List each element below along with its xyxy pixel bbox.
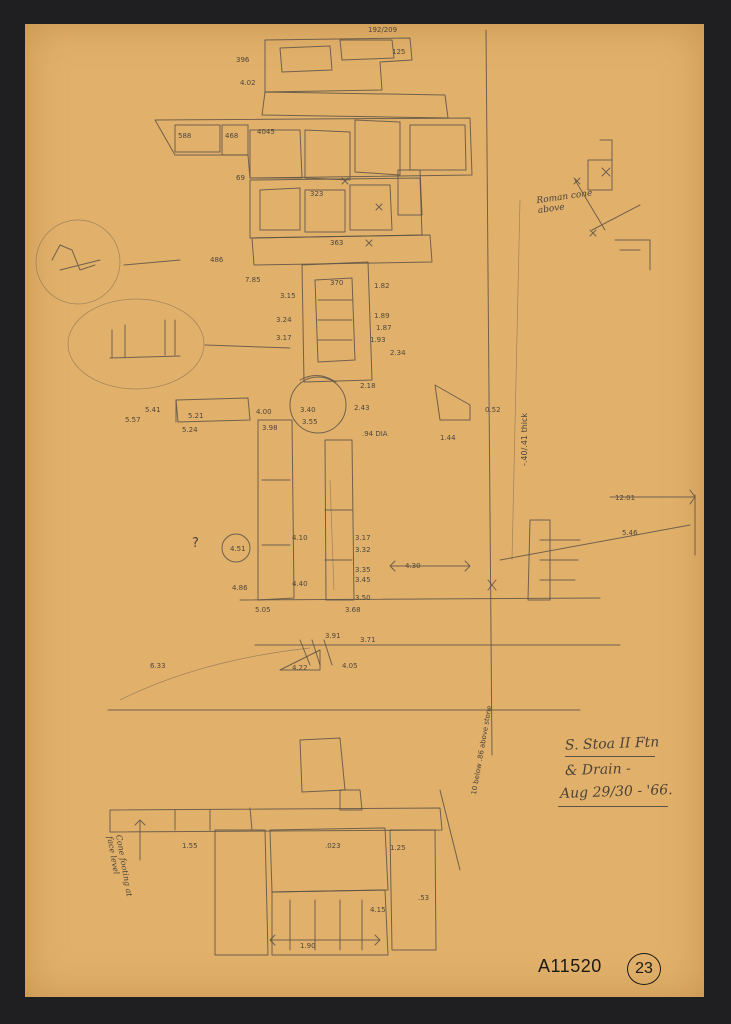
svg-text:4.05: 4.05 — [342, 662, 358, 670]
svg-text:3.45: 3.45 — [355, 576, 371, 584]
svg-text:1.90: 1.90 — [300, 942, 316, 950]
thickness-note: -.40/.41 thick — [520, 412, 529, 466]
svg-text:468: 468 — [225, 132, 238, 140]
date-underline — [558, 806, 668, 807]
svg-text:2.34: 2.34 — [390, 349, 406, 357]
svg-text:5.24: 5.24 — [182, 426, 198, 434]
svg-text:.94 DIA: .94 DIA — [362, 430, 388, 438]
svg-text:1.93: 1.93 — [370, 336, 386, 344]
svg-text:3.24: 3.24 — [276, 316, 292, 324]
catalog-number: A11520 — [538, 956, 602, 976]
svg-text:370: 370 — [330, 279, 343, 287]
svg-text:3.71: 3.71 — [360, 636, 376, 644]
svg-text:4.40: 4.40 — [292, 580, 308, 588]
svg-text:125: 125 — [392, 48, 405, 56]
svg-text:192/209: 192/209 — [368, 26, 397, 34]
svg-text:588: 588 — [178, 132, 191, 140]
svg-text:4045: 4045 — [257, 128, 275, 136]
svg-text:4.00: 4.00 — [256, 408, 272, 416]
svg-text:5.57: 5.57 — [125, 416, 141, 424]
svg-text:3.35: 3.35 — [355, 566, 371, 574]
svg-text:1.87: 1.87 — [376, 324, 392, 332]
svg-text:2.43: 2.43 — [354, 404, 370, 412]
paper-sheet: 192/209 396 125 4.02 588 468 4045 69 323… — [25, 24, 704, 997]
svg-text:6.33: 6.33 — [150, 662, 166, 670]
svg-text:5.21: 5.21 — [188, 412, 204, 420]
svg-text:4.86: 4.86 — [232, 584, 248, 592]
svg-text:4.30: 4.30 — [405, 562, 421, 570]
svg-text:3.40: 3.40 — [300, 406, 316, 414]
svg-text:.53: .53 — [418, 894, 429, 902]
svg-text:1.25: 1.25 — [390, 844, 406, 852]
svg-text:5.05: 5.05 — [255, 606, 271, 614]
svg-text:1.55: 1.55 — [182, 842, 198, 850]
svg-text:7.85: 7.85 — [245, 276, 261, 284]
svg-text:4.51: 4.51 — [230, 545, 246, 553]
svg-text:4.15: 4.15 — [370, 906, 386, 914]
svg-text:12.01: 12.01 — [615, 494, 635, 502]
svg-text:1.89: 1.89 — [374, 312, 390, 320]
svg-text:1.44: 1.44 — [440, 434, 456, 442]
svg-text:3.17: 3.17 — [276, 334, 292, 342]
svg-text:3.68: 3.68 — [345, 606, 361, 614]
svg-text:3.15: 3.15 — [280, 292, 296, 300]
svg-text:2.18: 2.18 — [360, 382, 376, 390]
svg-text:4.10: 4.10 — [292, 534, 308, 542]
svg-text:0.52: 0.52 — [485, 406, 501, 414]
svg-text:3.98: 3.98 — [262, 424, 278, 432]
sheet-number-badge: 23 — [627, 953, 661, 985]
svg-text:4.02: 4.02 — [240, 79, 256, 87]
svg-text:3.91: 3.91 — [325, 632, 341, 640]
title-line-2: & Drain - — [564, 760, 632, 780]
svg-text:363: 363 — [330, 239, 343, 247]
title-line-1: S. Stoa II Ftn — [564, 734, 660, 754]
svg-text:3.55: 3.55 — [302, 418, 318, 426]
svg-text:323: 323 — [310, 190, 323, 198]
svg-text:1.82: 1.82 — [374, 282, 390, 290]
svg-text:.023: .023 — [325, 842, 341, 850]
svg-text:396: 396 — [236, 56, 250, 64]
svg-text:3.17: 3.17 — [355, 534, 371, 542]
svg-text:5.41: 5.41 — [145, 406, 161, 414]
svg-text:3.32: 3.32 — [355, 546, 371, 554]
svg-text:3.50: 3.50 — [355, 594, 371, 602]
svg-text:4.22: 4.22 — [292, 664, 308, 672]
question-mark: ? — [192, 536, 199, 551]
svg-text:69: 69 — [236, 174, 245, 182]
svg-text:5.46: 5.46 — [622, 529, 638, 537]
svg-text:486: 486 — [210, 256, 224, 264]
title-underline — [565, 756, 655, 757]
